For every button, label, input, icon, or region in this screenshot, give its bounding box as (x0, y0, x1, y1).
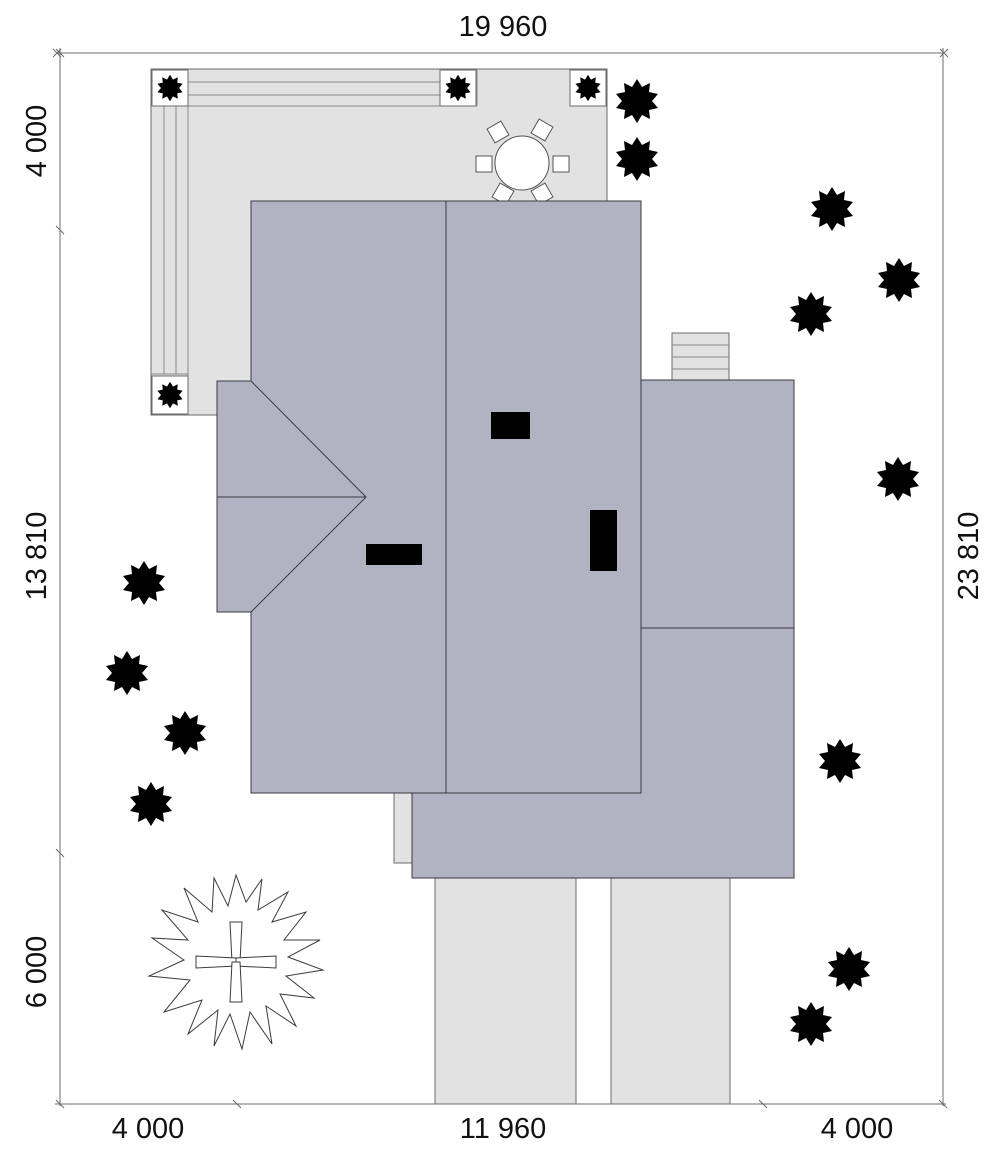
dim-bottom-middle: 11 960 (460, 1113, 547, 1145)
shrub-icon (819, 739, 861, 783)
planter-icon (439, 69, 477, 107)
shrub-icon (828, 947, 870, 991)
shrub-icon (878, 258, 920, 302)
shrub-icon (164, 711, 206, 755)
dim-left-top: 4 000 (21, 105, 53, 178)
chair-icon (475, 155, 493, 173)
dim-right-total: 23 810 (953, 512, 985, 601)
shrub-icon (616, 137, 658, 181)
driveways (434, 871, 731, 1105)
shrub-icon (790, 1002, 832, 1046)
shrub-icon (811, 187, 853, 231)
round-table-icon (475, 118, 570, 206)
chair-icon (486, 120, 510, 144)
shrub-icon (106, 651, 148, 695)
planter-icon (569, 69, 607, 107)
dim-bottom-left: 4 000 (112, 1113, 185, 1145)
chimney (590, 510, 617, 571)
terrace (150, 68, 608, 416)
shrub-icon (123, 561, 165, 605)
chair-icon (552, 155, 570, 173)
dim-top-width: 19 960 (459, 11, 548, 43)
dim-bottom-right: 4 000 (821, 1113, 894, 1145)
planter-icon (151, 375, 189, 415)
house-roof (216, 200, 795, 879)
shrub-icon (877, 457, 919, 501)
chimneys (366, 412, 617, 571)
planter-icon (151, 69, 189, 107)
dim-left-middle: 13 810 (21, 512, 53, 601)
side-step (393, 792, 413, 864)
planters (151, 69, 607, 415)
tree-icon (147, 873, 325, 1051)
shrub-icon (130, 782, 172, 826)
shrub-icon (790, 292, 832, 336)
chair-icon (530, 118, 554, 142)
chimney (491, 412, 530, 439)
chimney (366, 544, 422, 565)
entrance-steps (671, 332, 730, 382)
dim-left-bottom: 6 000 (21, 936, 53, 1009)
shrub-icon (616, 79, 658, 123)
